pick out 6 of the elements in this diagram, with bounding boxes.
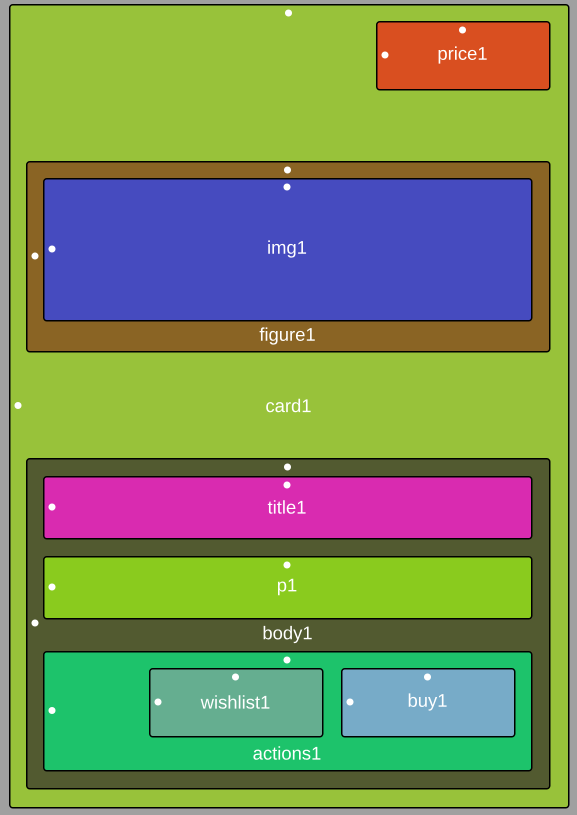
box: img1: [43, 178, 532, 322]
box: title1: [43, 476, 532, 540]
box: wishlist1: [149, 668, 324, 738]
box: p1: [43, 556, 532, 620]
box: buy1: [341, 668, 516, 738]
box: price1: [376, 21, 550, 90]
